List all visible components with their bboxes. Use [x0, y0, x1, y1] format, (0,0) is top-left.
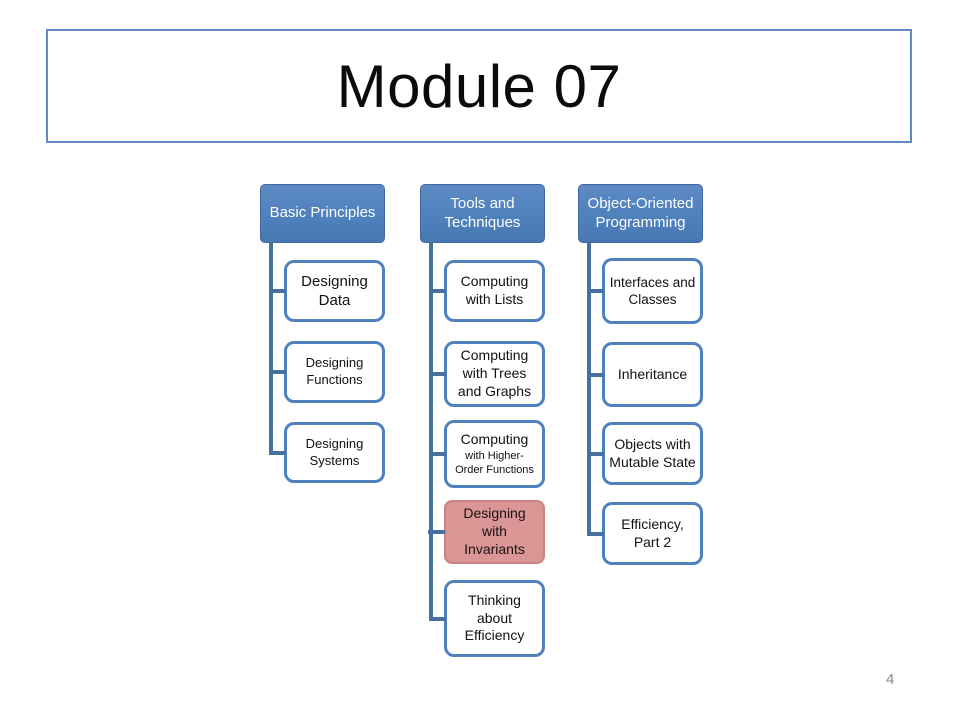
node-computing-with-higher-order-functions: Computing with Higher-Order Functions [444, 420, 545, 488]
node-label: Designing Data [301, 272, 368, 309]
column-header-basic-principles: Basic Principles [260, 184, 385, 243]
column-header-tools-and-techniques: Tools and Techniques [420, 184, 545, 243]
column-header-label: Basic Principles [269, 204, 376, 222]
node-label: Objects with Mutable State [609, 435, 696, 470]
node-label: Computing with Higher-Order Functions [449, 431, 540, 478]
node-label: Computing with Trees and Graphs [457, 347, 532, 399]
node-label: Designing with Invariants [463, 505, 526, 557]
column-header-label: Object-Oriented Programming [587, 194, 694, 231]
node-efficiency-part-2: Efficiency, Part 2 [602, 502, 703, 565]
node-objects-with-mutable-state: Objects with Mutable State [602, 422, 703, 485]
node-label-line1: Computing [460, 430, 529, 447]
connector-line [587, 243, 591, 534]
node-computing-with-trees-and-graphs: Computing with Trees and Graphs [444, 341, 545, 407]
node-inheritance: Inheritance [602, 342, 703, 407]
slide-title: Module 07 [336, 52, 622, 120]
node-label: Designing Systems [305, 435, 364, 468]
node-label: Interfaces and Classes [609, 274, 696, 307]
node-label: Computing with Lists [460, 273, 529, 307]
node-designing-systems: Designing Systems [284, 422, 385, 483]
node-computing-with-lists: Computing with Lists [444, 260, 545, 322]
connector-line [269, 243, 273, 453]
node-label: Thinking about Efficiency [464, 591, 525, 644]
node-designing-data: Designing Data [284, 260, 385, 322]
node-label: Designing Functions [305, 355, 364, 387]
node-designing-functions: Designing Functions [284, 341, 385, 403]
node-label-line2: with Higher-Order Functions [455, 449, 534, 476]
node-designing-with-invariants-highlighted: Designing with Invariants [444, 500, 545, 564]
page-number: 4 [886, 671, 895, 688]
column-header-object-oriented-programming: Object-Oriented Programming [578, 184, 703, 243]
node-interfaces-and-classes: Interfaces and Classes [602, 258, 703, 324]
node-thinking-about-efficiency: Thinking about Efficiency [444, 580, 545, 657]
column-header-label: Tools and Techniques [444, 194, 521, 231]
node-label: Efficiency, Part 2 [621, 515, 684, 550]
title-box: Module 07 [46, 29, 912, 143]
connector-line [429, 243, 433, 619]
node-label: Inheritance [617, 365, 688, 382]
